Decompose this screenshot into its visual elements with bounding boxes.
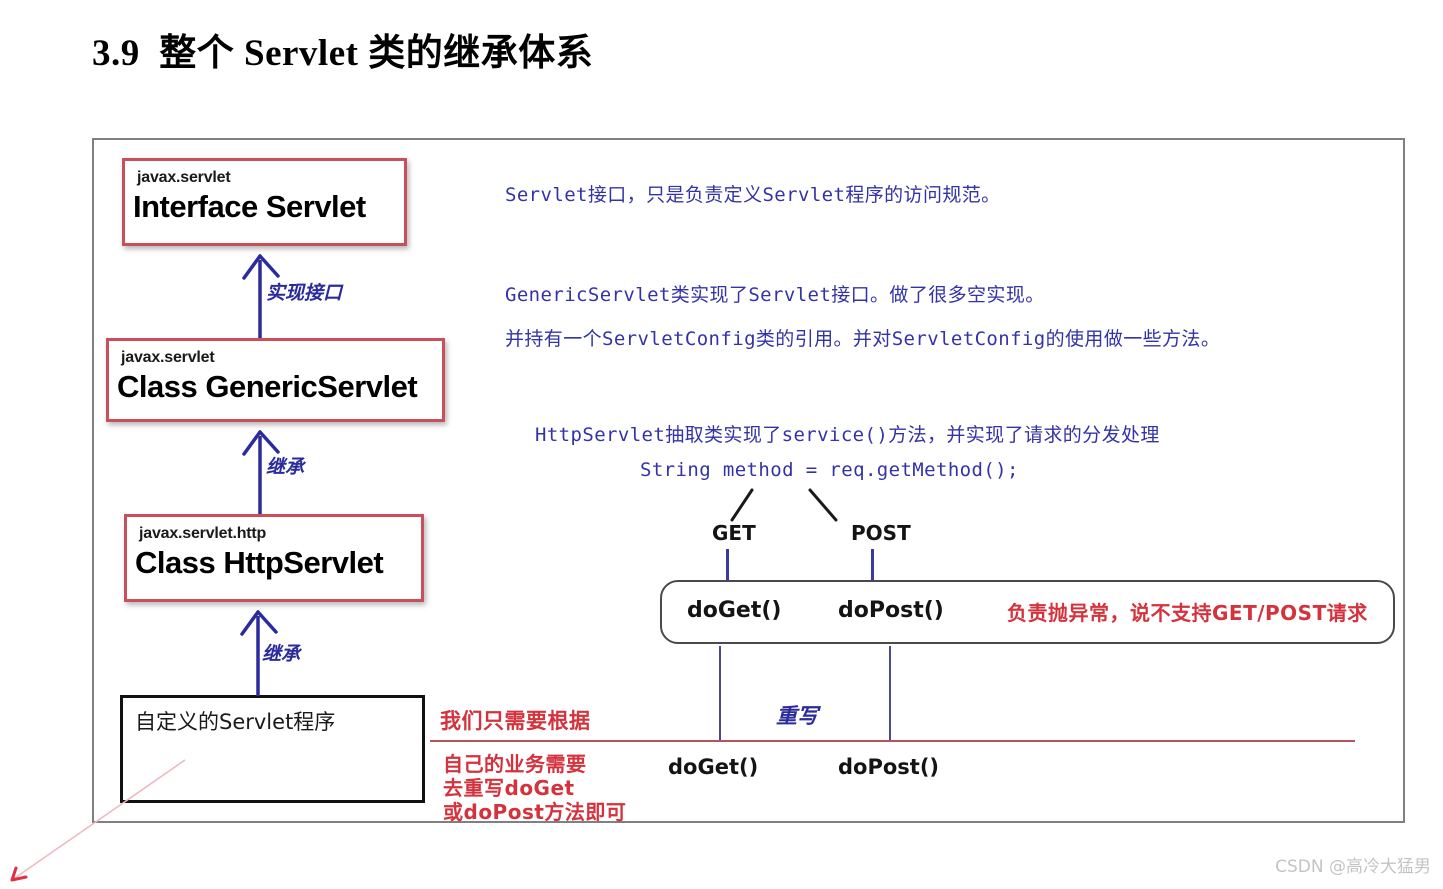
arrow-extends-http-icon xyxy=(240,610,278,696)
arrow-label-extends-http: 继承 xyxy=(262,643,301,665)
note-generic-servlet-line2: 并持有一个ServletConfig类的引用。并对ServletConfig的使… xyxy=(505,328,1221,350)
note-servlet-interface: Servlet接口，只是负责定义Servlet程序的访问规范。 xyxy=(505,184,1001,206)
red-separator-line xyxy=(430,740,1355,742)
annotation-red-line1: 自己的业务需要 xyxy=(443,752,587,776)
connector-get-line xyxy=(726,549,729,583)
arrow-label-implements: 实现接口 xyxy=(266,282,343,304)
page-title: 3.9 整个 Servlet 类的继承体系 xyxy=(92,33,594,74)
annotation-top-red: 我们只需要根据 xyxy=(440,709,591,733)
label-override-dopost: doPost() xyxy=(838,755,940,779)
class-package-label: javax.servlet xyxy=(121,349,215,366)
class-box-http-servlet: javax.servlet.http Class HttpServlet xyxy=(124,514,424,602)
label-post: POST xyxy=(851,521,911,545)
class-name-label: Class HttpServlet xyxy=(135,545,384,580)
class-name-label: Interface Servlet xyxy=(133,189,366,224)
label-get: GET xyxy=(712,521,756,545)
dispatch-methods-box xyxy=(660,580,1395,644)
class-package-label: javax.servlet.http xyxy=(139,525,267,542)
class-name-label: Class GenericServlet xyxy=(117,369,418,404)
label-dopost: doPost() xyxy=(838,598,944,623)
class-box-custom-servlet: 自定义的Servlet程序 xyxy=(120,695,425,803)
label-override-doget: doGet() xyxy=(668,755,759,779)
annotation-red-line3: 或doPost方法即可 xyxy=(443,800,627,824)
label-doget: doGet() xyxy=(687,598,782,623)
arrow-implements-icon xyxy=(242,254,280,338)
note-generic-servlet-line1: GenericServlet类实现了Servlet接口。做了很多空实现。 xyxy=(505,284,1045,306)
class-package-label: javax.servlet xyxy=(137,169,231,186)
pink-pointer-arrow-icon xyxy=(10,759,186,882)
connector-post-line xyxy=(871,549,874,583)
annotation-red-line2: 去重写doGet xyxy=(443,776,575,800)
dispatch-fork-icon xyxy=(730,488,838,522)
connector-dopost-override-line xyxy=(889,646,891,741)
arrow-label-extends-generic: 继承 xyxy=(266,456,305,478)
code-line-get-method: String method = req.getMethod(); xyxy=(640,459,1019,481)
csdn-watermark: CSDN @高冷大猛男 xyxy=(1275,857,1431,877)
label-override: 重写 xyxy=(776,704,818,728)
class-box-generic-servlet: javax.servlet Class GenericServlet xyxy=(106,338,445,422)
note-http-servlet: HttpServlet抽取类实现了service()方法，并实现了请求的分发处理 xyxy=(535,424,1160,446)
class-box-interface-servlet: javax.servlet Interface Servlet xyxy=(122,158,407,246)
custom-servlet-label: 自定义的Servlet程序 xyxy=(135,710,336,734)
connector-doget-override-line xyxy=(719,646,721,741)
arrow-extends-generic-icon xyxy=(242,430,280,514)
note-exception: 负责抛异常，说不支持GET/POST请求 xyxy=(1007,601,1368,625)
